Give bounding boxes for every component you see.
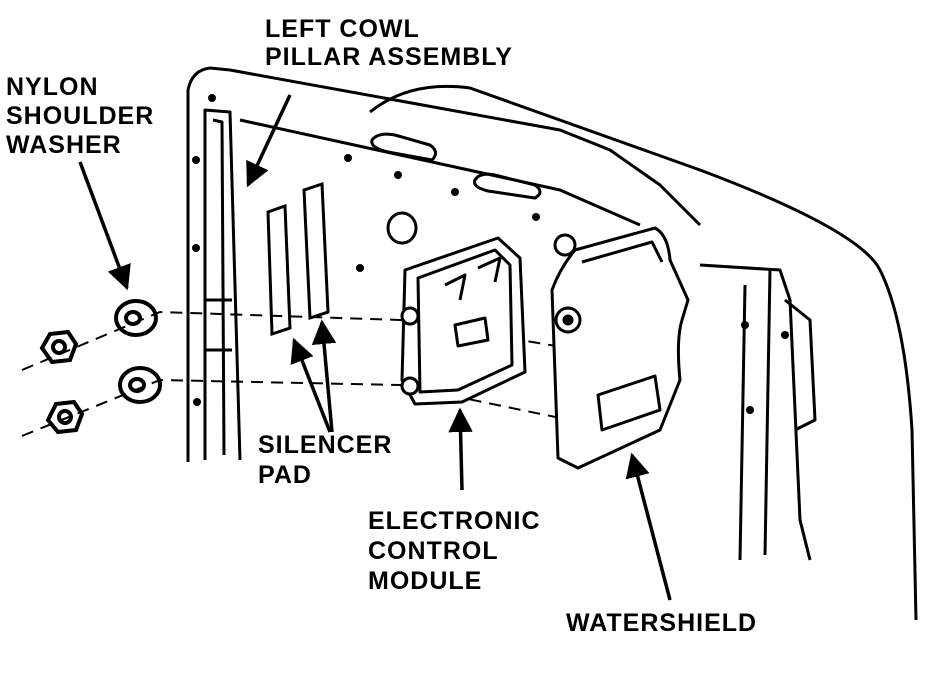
label-pad: PAD: [258, 461, 312, 489]
panel-openings: [370, 132, 542, 245]
electronic-control-module: [400, 236, 527, 406]
label-shoulder: SHOULDER: [6, 102, 155, 130]
label-left-cowl: LEFT COWL: [265, 15, 420, 43]
label-module: MODULE: [368, 567, 483, 595]
label-silencer: SILENCER: [258, 431, 393, 459]
silencer-arrow-2: [311, 319, 337, 433]
label-electronic: ELECTRONIC: [368, 507, 541, 535]
cowl-arrow: [246, 94, 292, 188]
leader-arrows: [78, 94, 672, 601]
hex-nuts: [39, 329, 85, 435]
watershield: [550, 226, 690, 470]
nylon-shoulder-washers: [114, 299, 162, 404]
label-control: CONTROL: [368, 537, 499, 565]
watershield-arrow: [625, 452, 672, 601]
silencer-pads: [266, 181, 330, 337]
label-pillar-assembly: PILLAR ASSEMBLY: [265, 43, 513, 71]
cowl-pillar-panel: [186, 66, 918, 621]
label-nylon: NYLON: [6, 73, 99, 101]
label-washer: WASHER: [6, 131, 122, 159]
label-watershield: WATERSHIELD: [566, 609, 758, 637]
silencer-arrow-1: [290, 337, 332, 433]
washer-arrow: [78, 161, 131, 291]
panel-rivets: [192, 94, 789, 414]
ecm-arrow: [448, 407, 473, 491]
